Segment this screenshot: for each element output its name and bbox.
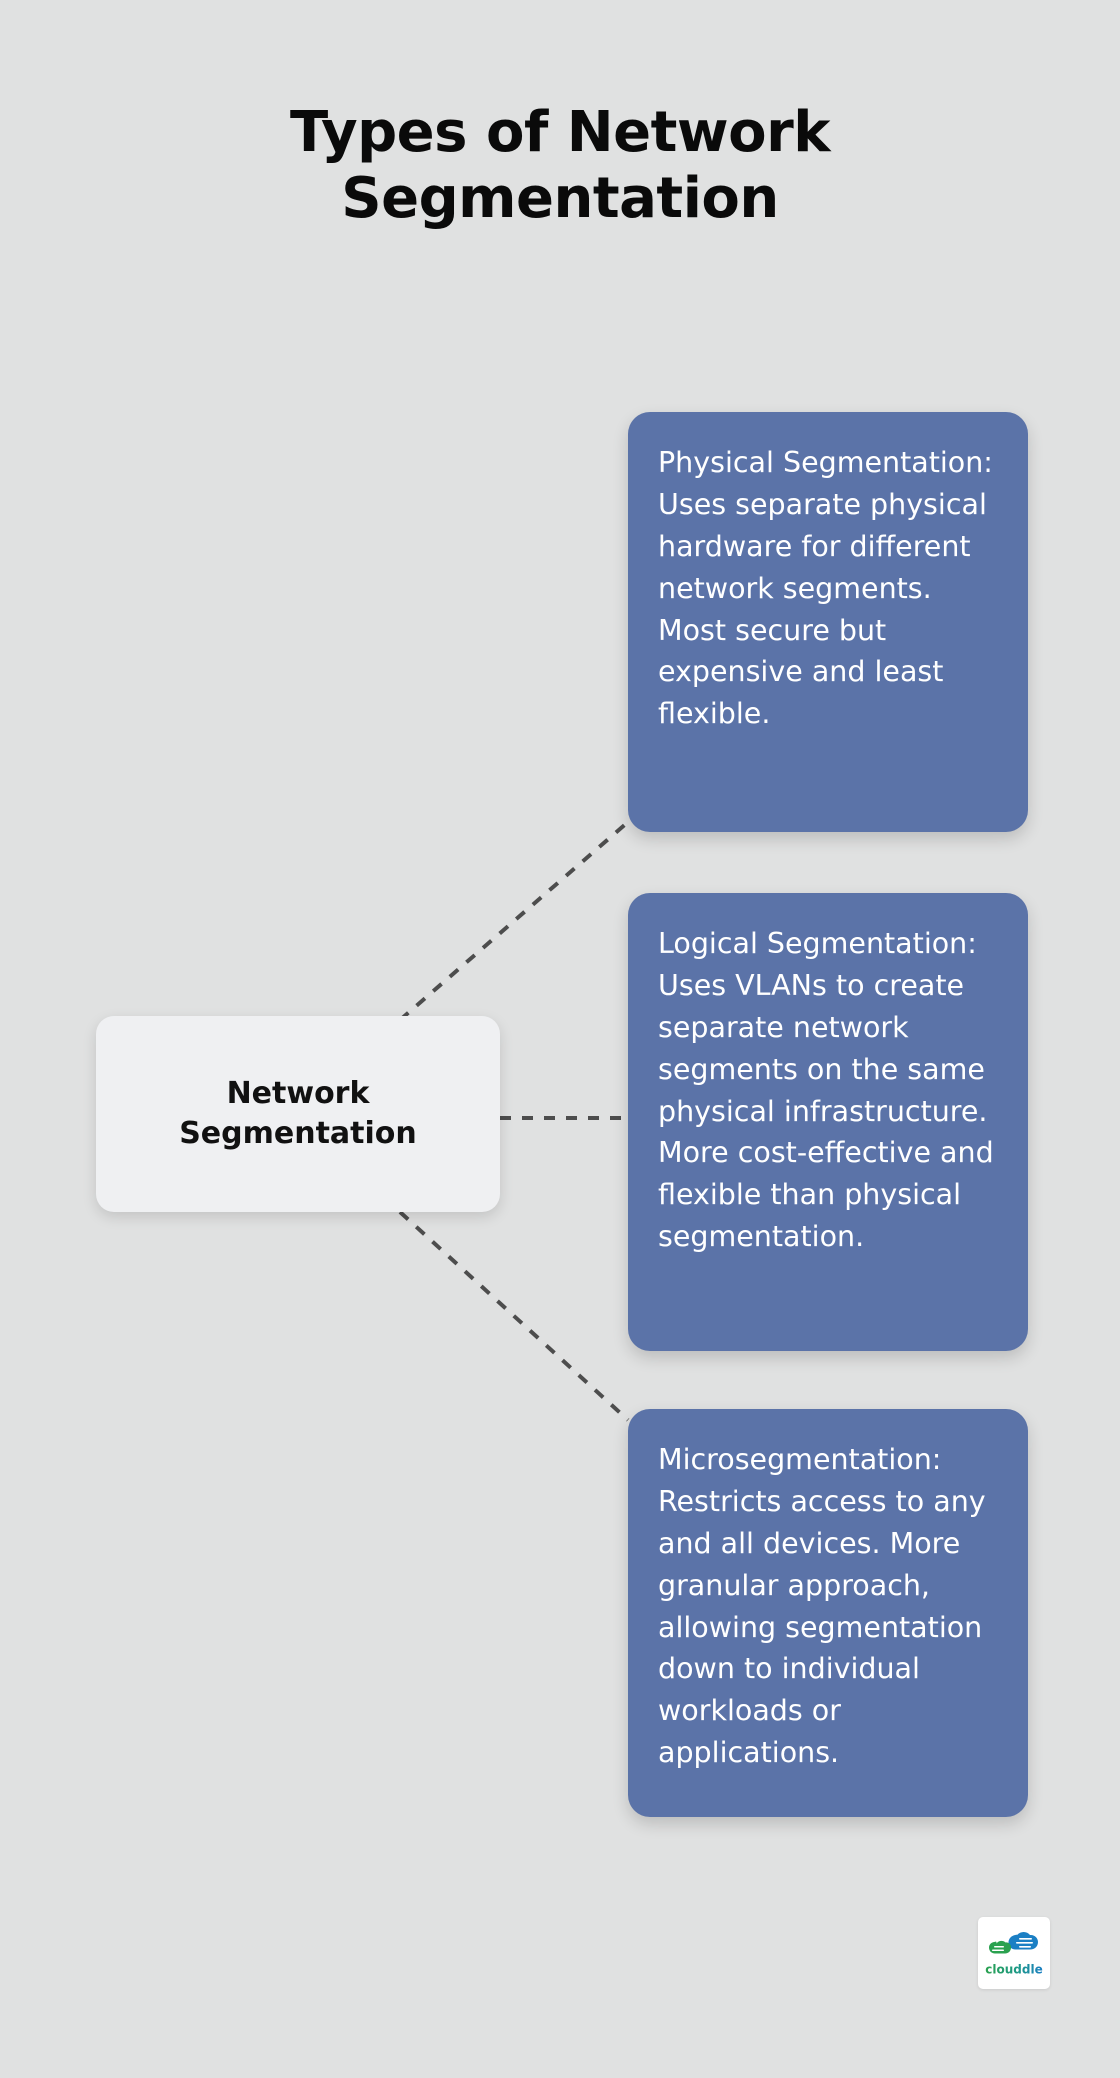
card-logical-segmentation-text: Logical Segmentation: Uses VLANs to crea…: [658, 927, 994, 1254]
card-logical-segmentation[interactable]: Logical Segmentation: Uses VLANs to crea…: [628, 893, 1028, 1351]
connector-to-physical: [398, 820, 630, 1022]
page-title: Types of Network Segmentation: [290, 100, 830, 232]
clouddle-logo[interactable]: clouddle: [978, 1917, 1050, 1989]
clouddle-wordmark: clouddle: [985, 1962, 1042, 1976]
center-node-label: Network Segmentation: [179, 1076, 417, 1151]
center-node[interactable]: Network Segmentation: [96, 1016, 500, 1212]
card-microsegmentation-text: Microsegmentation: Restricts access to a…: [658, 1443, 986, 1770]
svg-text:clouddle: clouddle: [985, 1962, 1042, 1976]
cloud-icon: [989, 1931, 1038, 1953]
connector-to-microsegmentation: [398, 1210, 630, 1422]
card-microsegmentation[interactable]: Microsegmentation: Restricts access to a…: [628, 1409, 1028, 1817]
card-physical-segmentation-text: Physical Segmentation: Uses separate phy…: [658, 446, 993, 731]
card-physical-segmentation[interactable]: Physical Segmentation: Uses separate phy…: [628, 412, 1028, 832]
